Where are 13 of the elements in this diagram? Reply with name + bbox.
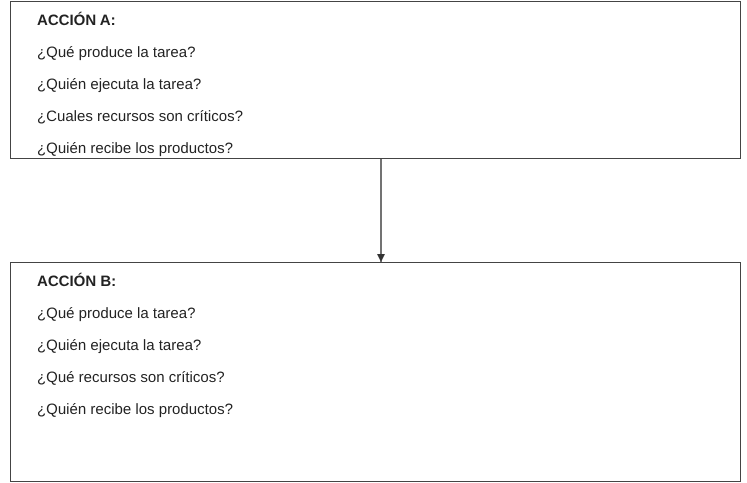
action-heading: ACCIÓN B:: [37, 273, 116, 291]
arrow: [377, 159, 385, 262]
question-text: ¿Qué produce la tarea?: [37, 44, 196, 62]
question-text: ¿Quién recibe los productos?: [37, 140, 233, 158]
action-box: [10, 1, 741, 159]
question-text: ¿Quién recibe los productos?: [37, 401, 233, 419]
action-box: [10, 262, 741, 482]
question-text: ¿Quién ejecuta la tarea?: [37, 76, 202, 94]
question-text: ¿Cuales recursos son críticos?: [37, 108, 243, 126]
question-text: ¿Qué recursos son críticos?: [37, 369, 225, 387]
question-text: ¿Qué produce la tarea?: [37, 305, 196, 323]
question-text: ¿Quién ejecuta la tarea?: [37, 337, 202, 355]
action-heading: ACCIÓN A:: [37, 12, 116, 30]
